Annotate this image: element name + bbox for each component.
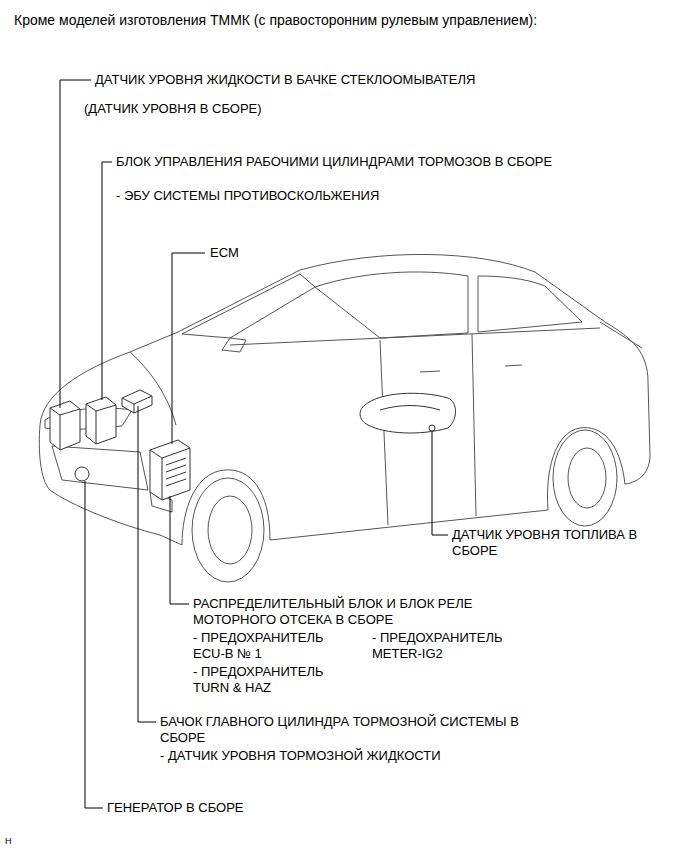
generator [75,467,89,481]
relay-block [150,448,190,500]
mirror [222,338,246,352]
leader-line [102,162,112,400]
part-label: РАСПРЕДЕЛИТЕЛЬНЫЙ БЛОК И БЛОК РЕЛЕ МОТОР… [193,596,503,628]
sub-part-label: - ЭБУ СИСТЕМЫ ПРОТИВОСКОЛЬЖЕНИЯ [116,188,379,204]
leader-line [85,481,103,808]
figure-code: H [5,836,12,847]
leader-line [170,496,189,604]
windshield [182,274,315,338]
rear-door-glass [478,276,582,332]
fuel-tank [360,393,455,433]
rear-wheel-arch [547,428,625,510]
grille [52,446,148,490]
part-label: ГЕНЕРАТОР В СБОРЕ [107,800,244,816]
part-label: БАЧОК ГЛАВНОГО ЦИЛИНДРА ТОРМОЗНОЙ СИСТЕМ… [160,714,550,746]
brake-reservoir [122,396,152,413]
hood-line [130,352,176,425]
door-handle [505,365,522,366]
leader-line [432,432,448,535]
fuel-tank [380,406,440,411]
leader-line [138,406,156,722]
fuel-sender [429,425,435,431]
door-handle [420,371,440,372]
brake-reservoir [122,390,152,413]
rear-tire [553,430,617,526]
trunk-line [600,322,642,348]
front-door-glass [315,272,468,338]
washer-tank [50,401,80,450]
sub-part-label: - ПРЕДОХРАНИТЕЛЬ METER-IG2 [372,630,537,662]
abs-actuator [86,397,116,444]
part-label: ECM [210,245,239,261]
sub-part-label: - ПРЕДОХРАНИТЕЛЬ ECU-B № 1 [193,630,358,662]
door-line [472,334,476,516]
part-label: БЛОК УПРАВЛЕНИЯ РАБОЧИМИ ЦИЛИНДРАМИ ТОРМ… [116,154,552,170]
leader-line [60,80,91,408]
leader-line [172,253,205,444]
part-label: (ДАТЧИК УРОВНЯ В СБОРЕ) [84,101,262,117]
page-title: Кроме моделей изготовления ТММК (с право… [14,11,537,29]
part-label: ДАТЧИК УРОВНЯ ТОПЛИВА В СБОРЕ [452,527,642,559]
car-body [40,254,650,484]
sub-part-label: - ПРЕДОХРАНИТЕЛЬ TURN & HAZ [193,664,358,696]
abs-actuator [86,404,116,444]
rear-rim [568,448,606,508]
front-rim [208,496,252,564]
front-tire [192,478,264,582]
part-label: ДАТЧИК УРОВНЯ ЖИДКОСТИ В БАЧКЕ СТЕКЛООМЫ… [95,72,475,88]
washer-tank [50,408,80,450]
sub-part-label: - ДАТЧИК УРОВНЯ ТОРМОЗНОЙ ЖИДКОСТИ [160,748,441,764]
relay-block [150,440,190,500]
belt-line [230,328,600,345]
door-line [380,340,388,525]
